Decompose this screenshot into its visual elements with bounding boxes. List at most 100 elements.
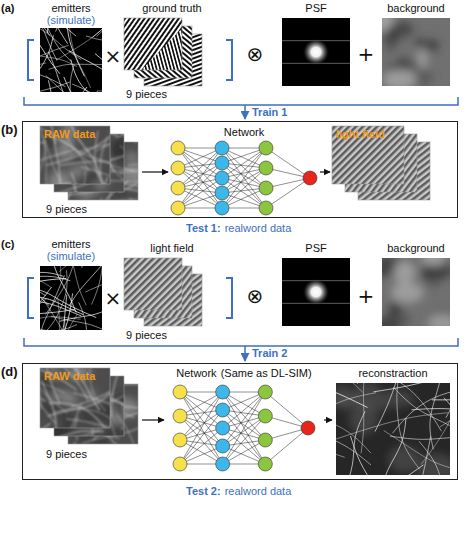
illustration-part <box>391 282 424 302</box>
illustration-part <box>216 457 230 471</box>
illustration-part <box>382 267 396 276</box>
illustration-part <box>259 201 273 215</box>
illustration-part <box>68 198 102 200</box>
illustration-part <box>173 433 187 447</box>
illustration-part <box>361 383 395 453</box>
illustration-part <box>423 258 447 267</box>
image-tile: Network(Same as DL-SIM) <box>166 366 322 474</box>
illustration-part <box>124 18 182 70</box>
illustration-part <box>111 376 120 417</box>
image-tile: background <box>382 2 450 88</box>
illustration-part <box>377 390 414 408</box>
illustration-part <box>40 126 110 184</box>
illustration-part <box>124 18 182 70</box>
flow-arrow <box>142 419 164 420</box>
flow-arrow <box>142 171 168 172</box>
operator-symbol: ⊗ <box>247 285 264 307</box>
illustration-part <box>336 413 448 455</box>
illustration-part <box>396 313 411 326</box>
node-label: light field <box>336 128 385 141</box>
illustration-part <box>302 38 329 65</box>
illustration-part <box>282 18 350 86</box>
illustration-part <box>51 316 102 330</box>
illustration-part <box>382 258 450 326</box>
illustration-part <box>117 415 124 436</box>
image-tile: emitters(simulate) <box>38 238 104 332</box>
node-label: (simulate) <box>47 14 95 27</box>
illustration-part <box>54 134 124 192</box>
illustration-part <box>171 141 185 155</box>
illustration-part <box>215 171 229 185</box>
illustration-part <box>28 278 34 318</box>
illustration-part <box>67 87 87 92</box>
illustration-part <box>54 134 124 192</box>
node-label: PSF <box>305 242 326 255</box>
illustration-part <box>173 385 315 471</box>
node-label: light field <box>150 242 193 255</box>
illustration-part <box>336 383 441 431</box>
illustration-part <box>216 421 230 435</box>
illustration-part <box>64 77 102 92</box>
illustration-part <box>40 126 110 184</box>
illustration-part <box>43 299 89 330</box>
illustration-part <box>59 266 97 272</box>
illustration-part <box>215 141 229 155</box>
illustration-part <box>375 383 422 432</box>
illustration-part <box>85 266 102 292</box>
image-tile: light field <box>332 126 432 202</box>
illustration-part <box>332 126 404 184</box>
node-label: PSF <box>305 2 326 15</box>
flow-arrow <box>324 419 332 420</box>
illustration-part <box>58 299 67 330</box>
illustration-part <box>265 392 308 428</box>
illustration-part <box>173 409 187 423</box>
illustration-part <box>96 126 110 151</box>
illustration-part <box>336 393 376 472</box>
illustration-part <box>336 428 345 458</box>
illustration-part <box>61 91 97 92</box>
illustration-part <box>68 142 138 200</box>
illustration-part <box>259 161 273 175</box>
illustration-part <box>332 126 404 184</box>
illustration-part <box>427 39 439 52</box>
illustration-part <box>56 28 65 32</box>
illustration-part <box>418 453 450 475</box>
node-label: emitters <box>51 238 90 251</box>
illustration-part <box>24 97 458 105</box>
illustration-part <box>73 393 110 428</box>
illustration-part <box>44 293 72 330</box>
annotation-label: realword data <box>225 485 292 498</box>
illustration-part <box>86 36 102 48</box>
node-label: (simulate) <box>47 250 95 263</box>
illustration-part <box>216 439 230 453</box>
image-tile: PSF <box>282 242 350 328</box>
illustration-part <box>266 178 310 208</box>
illustration-part <box>385 25 398 44</box>
illustration-part <box>68 384 138 444</box>
image-tile: background <box>382 242 450 328</box>
node-label: Network <box>224 126 264 139</box>
illustration-part <box>428 314 450 326</box>
illustration-part <box>40 282 96 318</box>
illustration-part <box>40 80 52 92</box>
illustration-part <box>40 28 60 74</box>
node-label: reconstraction <box>358 367 427 380</box>
operator-symbol: + <box>358 285 375 307</box>
node-label: (Same as DL-SIM) <box>221 367 312 380</box>
node-label: (d) <box>1 364 18 379</box>
illustration-part <box>24 338 458 346</box>
illustration-part <box>40 368 80 370</box>
illustration-part <box>226 40 232 80</box>
panel-letter: (c) <box>1 238 14 251</box>
annotation-label: 9 pieces <box>46 448 87 461</box>
illustration-part <box>226 278 232 318</box>
illustration-part <box>68 65 75 92</box>
image-tile: Network <box>170 124 318 214</box>
annotation-label: 9 pieces <box>126 88 167 101</box>
node-label: background <box>387 242 445 255</box>
illustration-part <box>40 314 77 330</box>
panel-letter: (a) <box>1 2 14 15</box>
illustration-part <box>173 385 187 399</box>
illustration-part <box>430 383 450 449</box>
illustration-part <box>65 136 110 184</box>
